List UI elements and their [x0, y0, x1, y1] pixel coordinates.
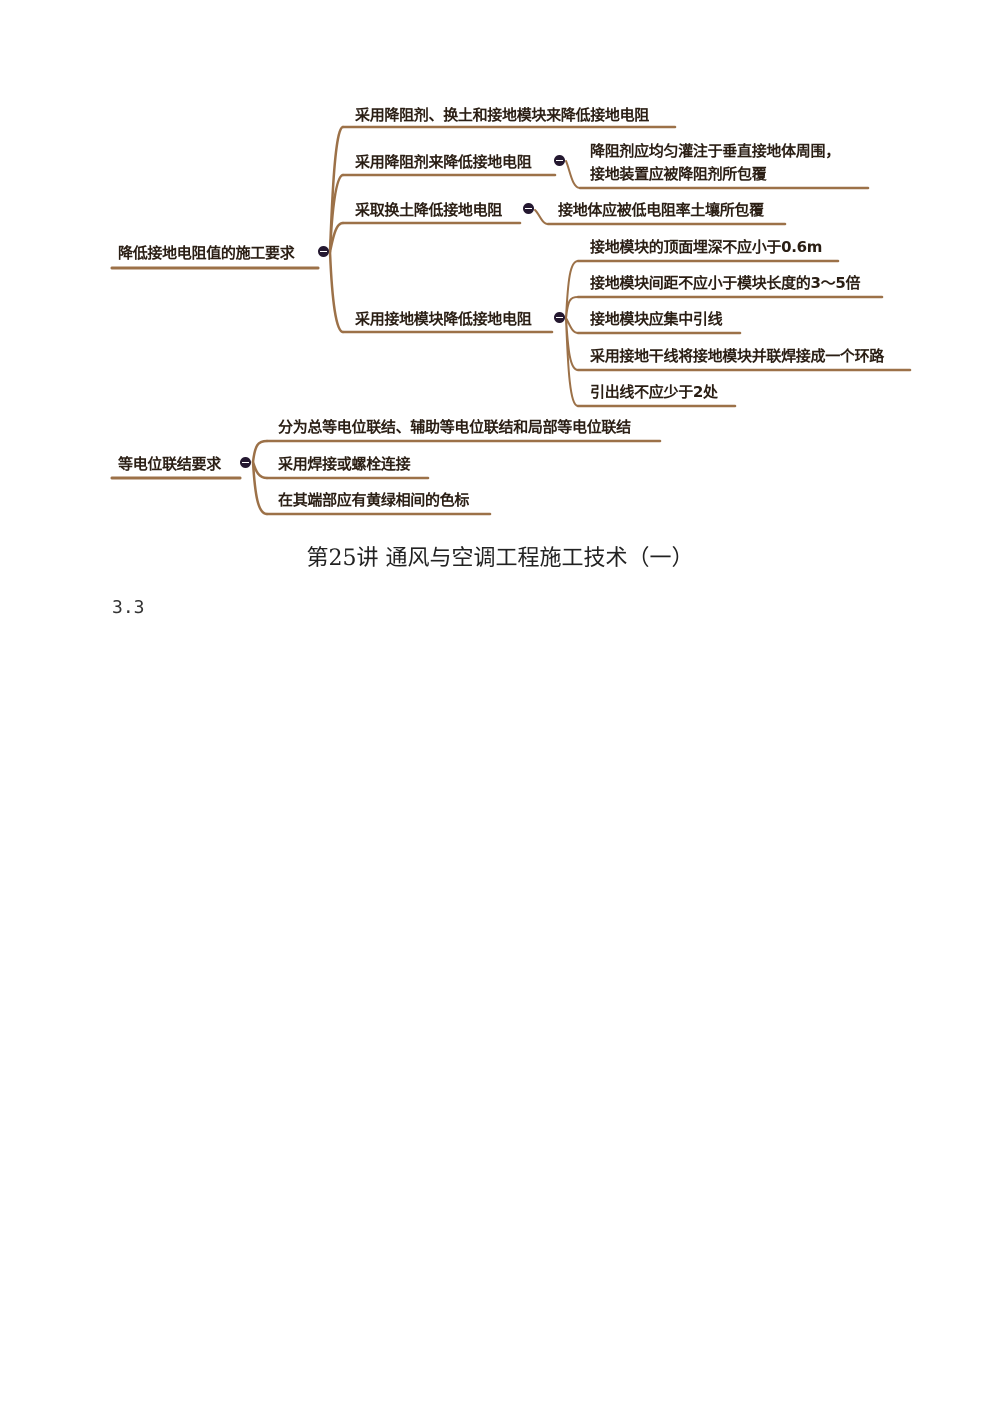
collapse-icon[interactable] [554, 312, 565, 323]
mindmap1-branch-2-child-2: 接地装置应被降阻剂所包覆 [590, 165, 767, 183]
mindmap1-branch-2: 采用降阻剂来降低接地电阻 [355, 153, 532, 171]
collapse-icon[interactable] [240, 457, 251, 468]
mindmap1-branch-4-child-1: 接地模块的顶面埋深不应小于0.6m [590, 238, 823, 256]
mindmap1-branch-3: 采取换土降低接地电阻 [355, 201, 503, 219]
mindmap1-branch-4-child-4: 采用接地干线将接地模块并联焊接成一个环路 [590, 347, 885, 365]
mindmap1-branch-4-child-3: 接地模块应集中引线 [590, 310, 723, 328]
mindmap1-branch-4: 采用接地模块降低接地电阻 [355, 310, 532, 328]
mindmap2-branch-2: 采用焊接或螺栓连接 [278, 455, 411, 473]
mindmap1-branch-4-child-2: 接地模块间距不应小于模块长度的3～5倍 [590, 274, 861, 292]
section-number: 3.3 [112, 597, 145, 618]
mindmap1-branch-1: 采用降阻剂、换土和接地模块来降低接地电阻 [355, 106, 650, 124]
mindmap1-branch-4-child-5: 引出线不应少于2处 [590, 383, 718, 401]
mindmap1-branch-2-child-1: 降阻剂应均匀灌注于垂直接地体周围， [590, 142, 840, 160]
collapse-icon[interactable] [523, 203, 534, 214]
mindmap-lines [110, 125, 912, 516]
mindmap2-root: 等电位联结要求 [118, 455, 221, 473]
mindmap2-branch-1: 分为总等电位联结、辅助等电位联结和局部等电位联结 [278, 418, 631, 436]
collapse-icon[interactable] [318, 246, 329, 257]
mindmap1-root: 降低接地电阻值的施工要求 [118, 244, 295, 262]
collapse-icon[interactable] [554, 155, 565, 166]
mindmap2-branch-3: 在其端部应有黄绿相间的色标 [278, 491, 470, 509]
mindmap1-branch-3-child-1: 接地体应被低电阻率土壤所包覆 [558, 201, 764, 219]
lecture-heading: 第25讲 通风与空调工程施工技术（一） [306, 546, 694, 571]
